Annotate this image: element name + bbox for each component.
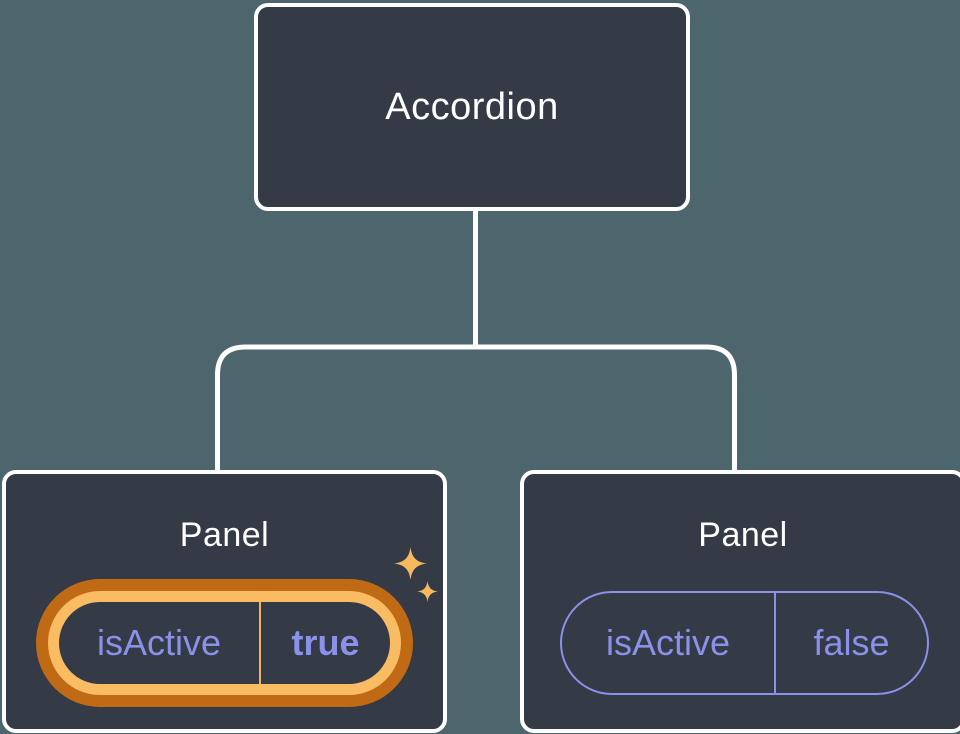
connector-branch-bracket [215, 344, 737, 471]
state-pill-active: isActive true [36, 579, 413, 707]
sparkle-icon-large [394, 547, 427, 580]
accordion-node: Accordion [254, 3, 690, 211]
sparkle-icon-small [417, 581, 438, 602]
prop-value-label: true [291, 622, 360, 663]
accordion-node-label: Accordion [385, 85, 559, 128]
prop-name-label: isActive [605, 622, 731, 663]
prop-name-label: isActive [96, 622, 222, 663]
panel-node-inactive: Panel isActive false [520, 470, 960, 733]
pill-divider [774, 593, 776, 693]
prop-value-label: false [813, 622, 890, 663]
state-pill-body: isActive true [59, 602, 390, 684]
panel-node-active: Panel isActive true [2, 470, 447, 733]
pill-divider [259, 602, 261, 684]
sparkles-icon [394, 547, 438, 602]
panel-title: Panel [179, 516, 270, 554]
state-pill-highlight-ring: isActive true [48, 591, 401, 695]
state-pill-inactive: isActive false [560, 591, 929, 695]
panel-title: Panel [698, 516, 788, 554]
